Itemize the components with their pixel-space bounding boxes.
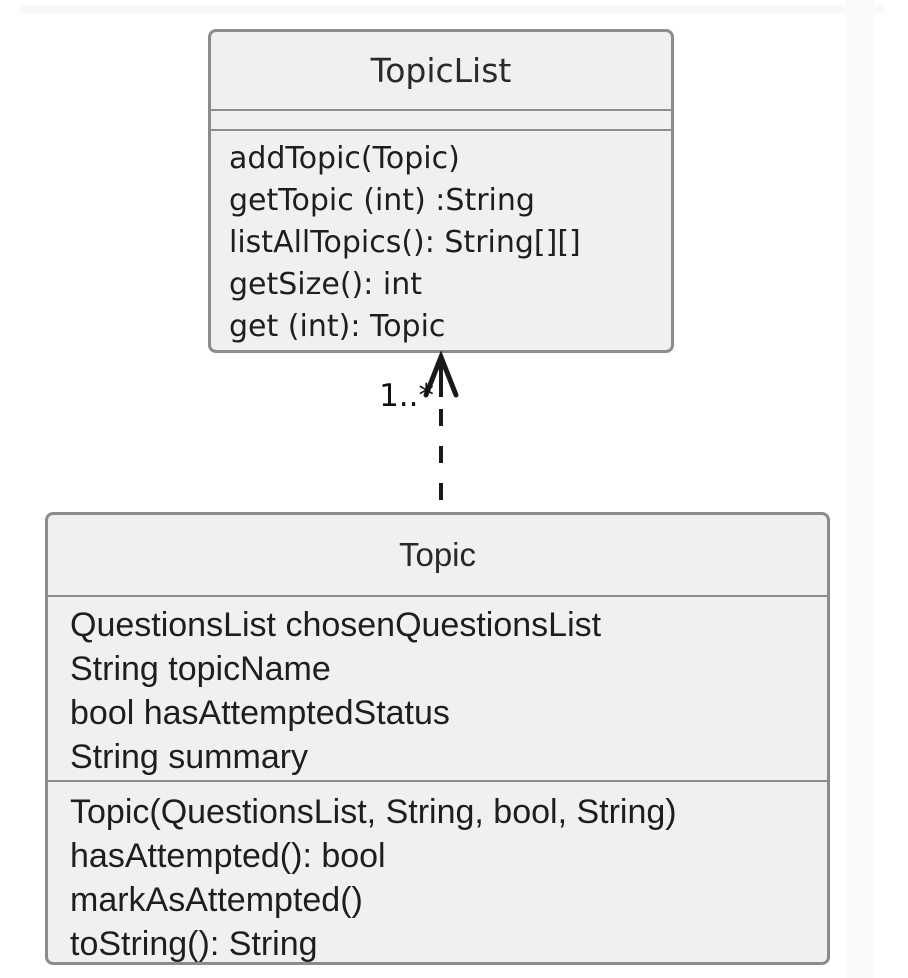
method-item: getTopic (int) :String [229, 183, 535, 218]
methods-compartment-topic: Topic(QuestionsList, String, bool, Strin… [48, 782, 827, 966]
method-item: markAsAttempted() [70, 881, 363, 919]
method-item: toString(): String [70, 925, 318, 963]
class-title-topiclist: TopicList [211, 32, 671, 111]
method-item: Topic(QuestionsList, String, bool, Strin… [70, 793, 677, 831]
class-box-topiclist: TopicList addTopic(Topic) getTopic (int)… [208, 29, 674, 353]
attribute-item: String summary [70, 738, 309, 776]
attributes-compartment-topic: QuestionsList chosenQuestionsList String… [48, 597, 827, 782]
attribute-item: String topicName [70, 650, 331, 688]
dependency-arrow [423, 351, 459, 513]
methods-compartment-topiclist: addTopic(Topic) getTopic (int) :String l… [211, 131, 671, 354]
class-box-topic: Topic QuestionsList chosenQuestionsList … [45, 512, 830, 965]
method-item: getSize(): int [229, 267, 423, 302]
method-item: addTopic(Topic) [229, 141, 460, 176]
multiplicity-label: 1..* [379, 378, 434, 414]
page-edge-shading-top [20, 5, 884, 13]
attribute-item: bool hasAttemptedStatus [70, 694, 450, 732]
method-item: hasAttempted(): bool [70, 837, 386, 875]
class-title-topic: Topic [48, 515, 827, 597]
method-item: get (int): Topic [229, 309, 446, 344]
attribute-item: QuestionsList chosenQuestionsList [70, 606, 602, 644]
method-item: listAllTopics(): String[][] [229, 225, 581, 260]
attributes-compartment-topiclist-empty [211, 111, 671, 131]
page-edge-shading-right [846, 0, 874, 978]
